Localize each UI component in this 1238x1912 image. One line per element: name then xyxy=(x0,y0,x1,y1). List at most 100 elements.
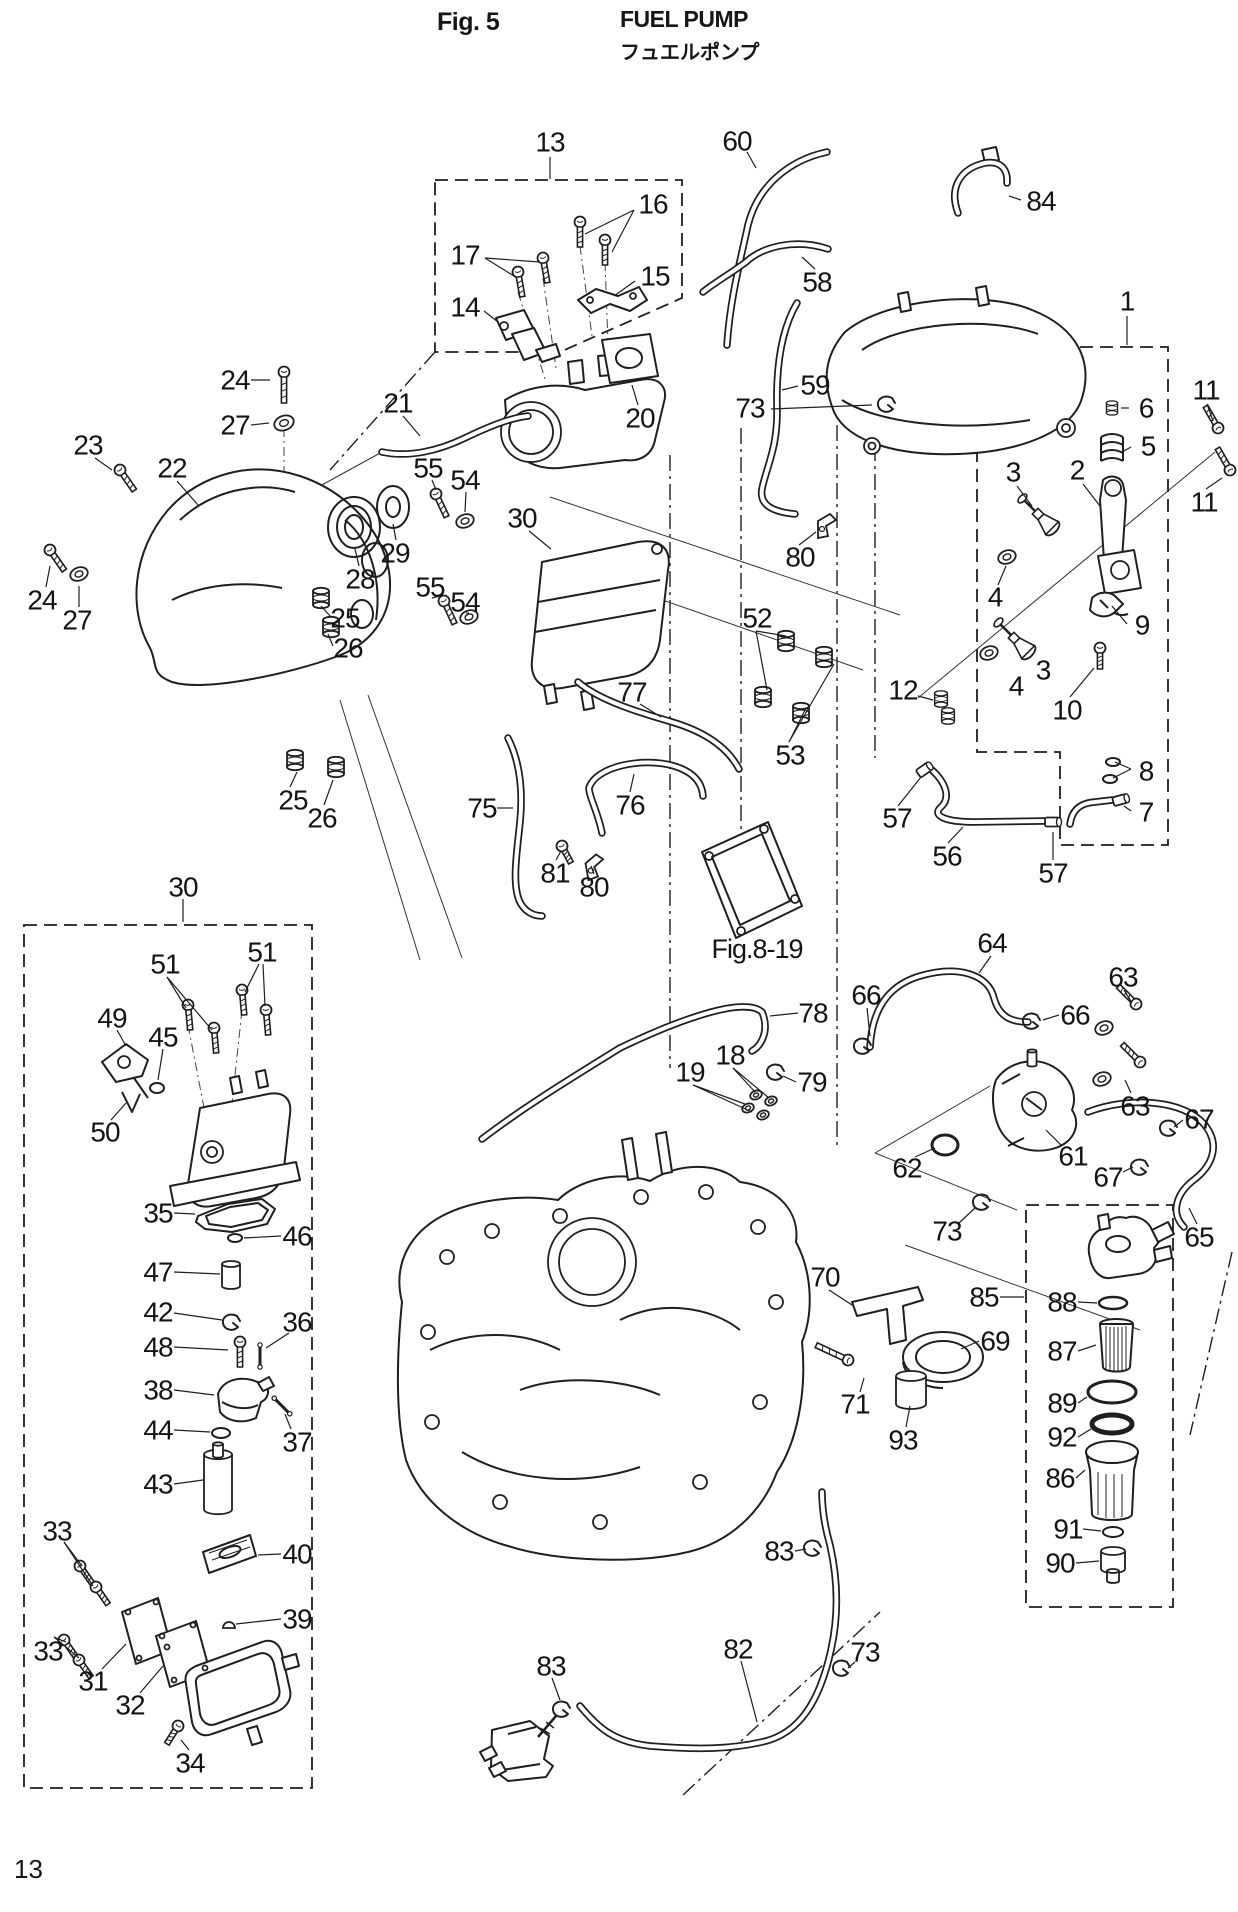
part-label-73: 73 xyxy=(850,1637,880,1668)
part-label-24: 24 xyxy=(220,365,250,396)
part-glyph xyxy=(1102,1526,1124,1538)
part-label-Fig.8-19: Fig.8-19 xyxy=(711,934,802,964)
page-title: FUEL PUMP フュエルポンプ xyxy=(620,6,759,65)
title-english: FUEL PUMP xyxy=(620,6,748,32)
part-glyph xyxy=(207,1021,221,1054)
part-glyph xyxy=(741,1102,755,1114)
part-label-30: 30 xyxy=(507,503,537,534)
part-label-22: 22 xyxy=(157,453,187,484)
part-label-18: 18 xyxy=(715,1040,745,1071)
leader-lines xyxy=(45,151,1223,1751)
title-japanese: フュエルポンプ xyxy=(620,42,760,64)
part-label-77: 77 xyxy=(617,677,647,708)
part-glyph xyxy=(895,1370,927,1410)
part-glyph xyxy=(1105,1235,1131,1253)
part-label-59: 59 xyxy=(800,370,830,401)
part-label-37: 37 xyxy=(282,1427,312,1458)
part-glyph xyxy=(322,615,340,639)
part-glyph xyxy=(163,1719,185,1747)
part-label-27: 27 xyxy=(220,410,250,441)
fuel-hose xyxy=(504,734,546,920)
part-glyph xyxy=(113,463,138,494)
part-label-48: 48 xyxy=(143,1332,173,1363)
part-label-93: 93 xyxy=(888,1425,918,1456)
part-label-50: 50 xyxy=(90,1117,120,1148)
part-label-53: 53 xyxy=(775,740,805,771)
part-glyph xyxy=(212,1441,224,1459)
part-label-1: 1 xyxy=(1120,286,1135,317)
part-label-7: 7 xyxy=(1139,797,1154,828)
part-glyph xyxy=(89,1580,112,1607)
part-label-4: 4 xyxy=(988,582,1003,613)
part-glyph xyxy=(802,1539,822,1557)
part-glyph xyxy=(1094,1020,1114,1036)
structure-lines xyxy=(187,245,1233,1796)
part-glyph xyxy=(1129,1158,1149,1176)
part-label-26: 26 xyxy=(333,633,363,664)
part-label-10: 10 xyxy=(1052,695,1082,726)
part-glyph xyxy=(1119,1041,1147,1069)
part-label-80: 80 xyxy=(579,872,609,903)
part-label-89: 89 xyxy=(1047,1388,1077,1419)
part-label-82: 82 xyxy=(723,1634,753,1665)
part-label-31: 31 xyxy=(78,1666,108,1697)
part-label-21: 21 xyxy=(383,388,413,419)
part-glyph xyxy=(221,1313,241,1331)
part-label-66: 66 xyxy=(1060,1000,1090,1031)
part-glyph xyxy=(1017,493,1061,537)
part-label-11: 11 xyxy=(1192,375,1219,406)
part-label-64: 64 xyxy=(977,928,1007,959)
part-glyph xyxy=(361,542,389,578)
part-label-23: 23 xyxy=(73,430,103,461)
part-label-60: 60 xyxy=(722,126,752,157)
part-glyph xyxy=(149,1082,165,1094)
part-label-30: 30 xyxy=(168,872,198,903)
hoses xyxy=(378,148,1217,1753)
part-glyph xyxy=(1086,1379,1138,1405)
part-label-5: 5 xyxy=(1141,431,1156,462)
part-glyph xyxy=(271,1395,293,1417)
part-glyph xyxy=(1092,1071,1112,1087)
part-glyph xyxy=(1093,641,1107,670)
part-glyph xyxy=(997,549,1017,565)
part-label-8: 8 xyxy=(1139,756,1154,787)
part-label-4: 4 xyxy=(1009,671,1024,702)
part-label-28: 28 xyxy=(345,564,375,595)
part-label-39: 39 xyxy=(282,1604,312,1635)
part-label-73: 73 xyxy=(932,1216,962,1247)
fuel-hose xyxy=(950,158,1011,217)
part-label-40: 40 xyxy=(282,1539,312,1570)
part-label-6: 6 xyxy=(1139,393,1154,424)
part-label-67: 67 xyxy=(1093,1162,1123,1193)
part-label-25: 25 xyxy=(330,603,360,634)
part-glyph xyxy=(455,513,475,529)
part-label-33: 33 xyxy=(33,1636,63,1667)
part-label-58: 58 xyxy=(802,267,832,298)
part-label-91: 91 xyxy=(1053,1514,1083,1545)
part-glyph xyxy=(72,1653,95,1680)
part-label-20: 20 xyxy=(625,403,655,434)
part-glyph xyxy=(1111,793,1131,807)
part-glyph xyxy=(327,496,381,558)
part-label-63: 63 xyxy=(1108,962,1138,993)
part-glyph xyxy=(754,685,772,709)
part-glyph xyxy=(1089,1412,1135,1436)
part-glyph xyxy=(203,1448,233,1516)
part-glyph xyxy=(1214,445,1237,477)
part-label-14: 14 xyxy=(450,292,480,323)
assemblies xyxy=(101,146,1175,1782)
part-label-27: 27 xyxy=(62,605,92,636)
part-label-47: 47 xyxy=(143,1257,173,1288)
part-label-70: 70 xyxy=(810,1262,840,1293)
part-glyph xyxy=(971,1193,991,1211)
part-glyph xyxy=(259,1003,273,1036)
part-label-15: 15 xyxy=(640,261,670,292)
part-glyph xyxy=(933,690,949,708)
part-label-26: 26 xyxy=(307,803,337,834)
part-glyph xyxy=(940,707,956,725)
part-glyph xyxy=(555,839,575,866)
part-label-52: 52 xyxy=(742,603,772,634)
part-label-44: 44 xyxy=(143,1415,173,1446)
part-glyph xyxy=(573,215,587,248)
